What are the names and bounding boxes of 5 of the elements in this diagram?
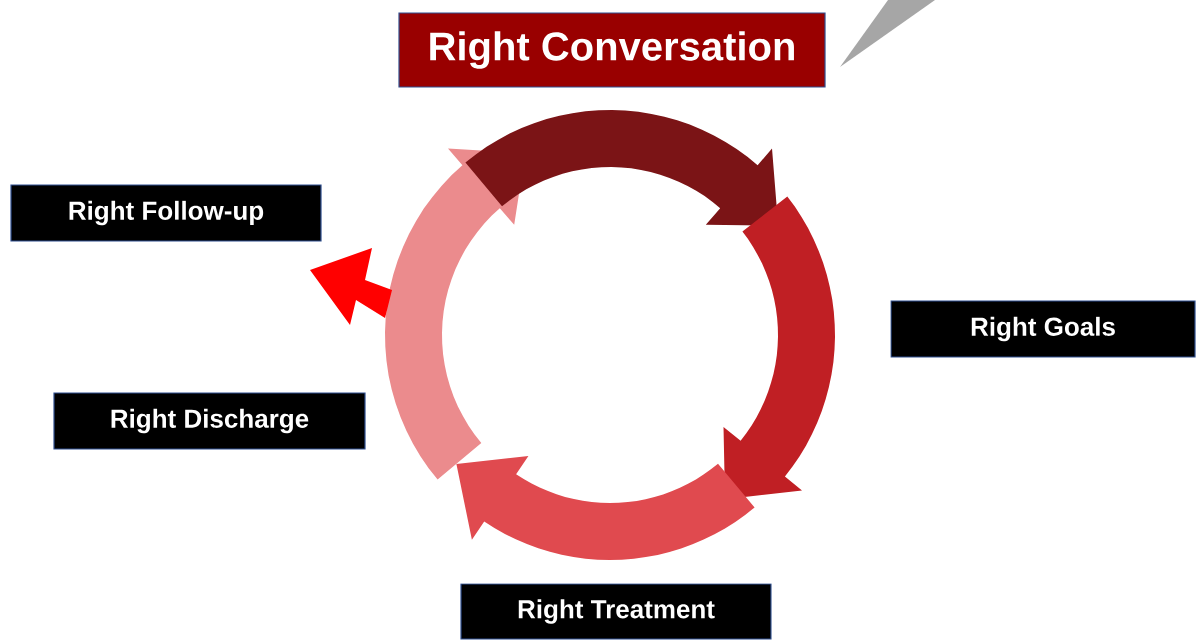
- label-box: Right Follow-up: [10, 184, 322, 242]
- label-box: Right Discharge: [53, 392, 366, 450]
- label-box: Right Goals: [890, 300, 1196, 358]
- title-box: Right Conversation: [398, 12, 826, 88]
- label-box: Right Treatment: [460, 583, 772, 640]
